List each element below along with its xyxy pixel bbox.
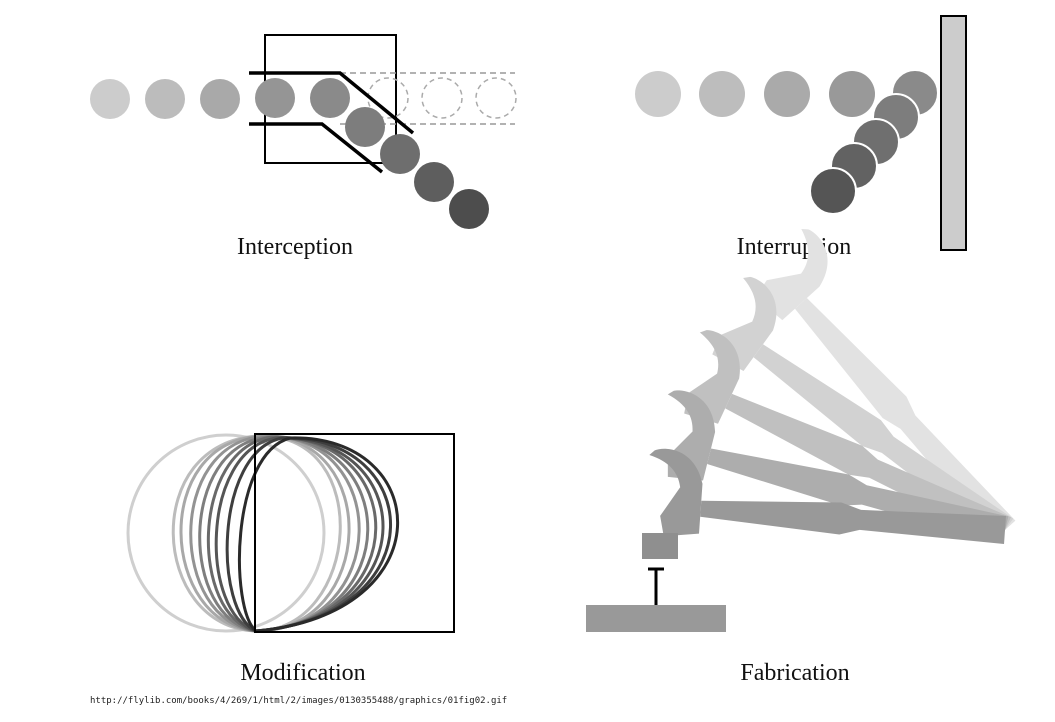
channel-wall-bottom	[249, 122, 384, 174]
ball	[829, 71, 875, 117]
caption-fabrication: Fabrication	[740, 660, 849, 686]
caption-modification: Modification	[240, 660, 365, 686]
ball	[145, 79, 185, 119]
ball	[90, 79, 130, 119]
ball	[635, 71, 681, 117]
caption-interception: Interception	[237, 234, 353, 260]
modification-panel: Modification	[126, 433, 455, 686]
hammer-head	[642, 533, 678, 559]
ball	[809, 167, 857, 215]
ball	[255, 78, 295, 118]
ball	[345, 107, 385, 147]
ghost-ball	[367, 77, 409, 119]
channel-wall-top	[249, 71, 415, 135]
interception-panel: Interception	[90, 34, 517, 260]
ball	[764, 71, 810, 117]
ball	[310, 78, 350, 118]
morph-shape	[238, 436, 400, 633]
ball	[699, 71, 745, 117]
target-square	[254, 433, 455, 633]
board	[586, 605, 726, 632]
ball	[414, 162, 454, 202]
morph-shape	[225, 436, 392, 633]
ball	[380, 134, 420, 174]
caption-interruption: Interruption	[737, 234, 852, 260]
ball	[200, 79, 240, 119]
fabrication-panel: Fabrication	[586, 229, 1016, 686]
barrier-wall	[940, 15, 967, 251]
ball	[449, 189, 489, 229]
hammer-silhouette	[649, 448, 1006, 544]
ghost-ball	[475, 77, 517, 119]
interruption-panel: Interruption	[635, 15, 967, 260]
original-circle	[126, 433, 326, 633]
source-url: http://flylib.com/books/4/269/1/html/2/i…	[90, 696, 507, 706]
ghost-ball	[421, 77, 463, 119]
